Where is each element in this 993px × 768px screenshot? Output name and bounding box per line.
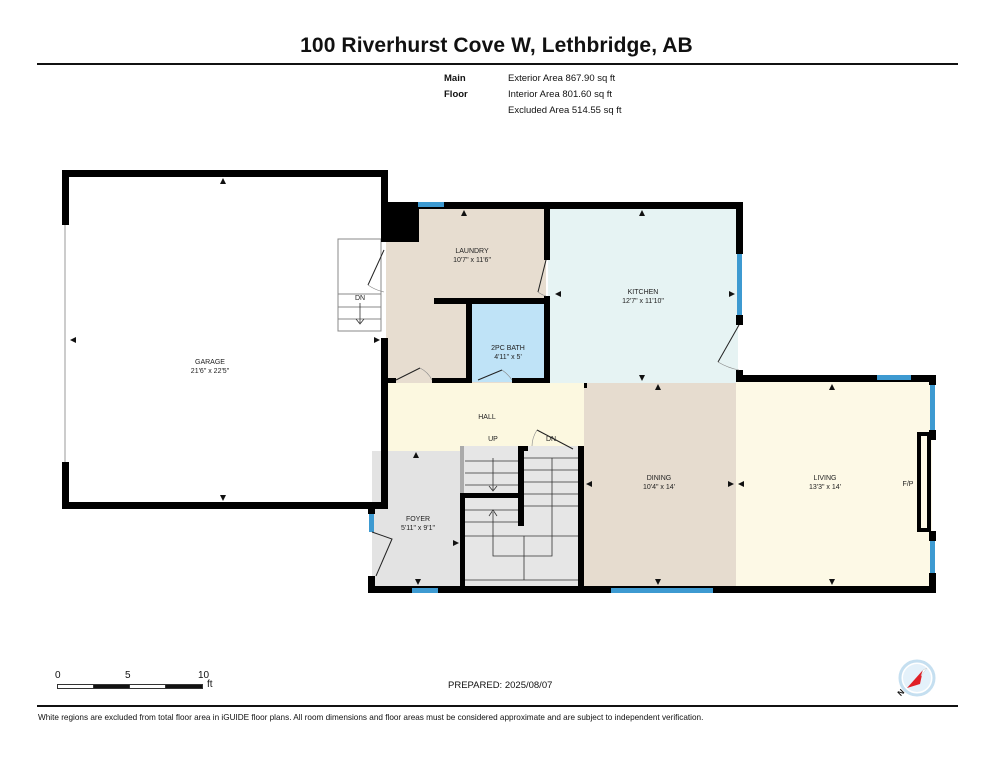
room-dining-fill xyxy=(584,383,736,587)
stair-up-label: UP xyxy=(488,436,498,443)
room-hall-fill xyxy=(386,383,584,451)
footer-divider xyxy=(37,705,958,707)
garage-stair-arrow xyxy=(355,303,365,325)
garage-dims: 21'6" x 22'5" xyxy=(191,368,230,375)
dining-dims: 10'4" x 14' xyxy=(643,484,675,491)
compass-north-label: N xyxy=(896,687,907,698)
stair-railing xyxy=(460,446,464,493)
scale-tick-10: 10 xyxy=(198,670,210,681)
scale-tick-0: 0 xyxy=(55,670,61,681)
title-divider xyxy=(37,63,958,65)
scale-segment-4 xyxy=(165,684,203,689)
living-dims: 13'3" x 14' xyxy=(809,484,841,491)
foyer-name: FOYER xyxy=(406,516,430,523)
kitchen-dims: 12'7" x 11'10" xyxy=(622,298,664,305)
windows xyxy=(369,202,935,593)
garage-stair-dn: DN xyxy=(355,295,365,302)
interior-area: Interior Area 801.60 sq ft xyxy=(508,89,613,100)
garage-door-swing xyxy=(367,249,385,286)
scale-segment-2 xyxy=(93,684,130,689)
hall-name: HALL xyxy=(478,414,496,421)
stair-dn-label: DN xyxy=(546,436,556,443)
kitchen-name: KITCHEN xyxy=(628,289,659,296)
exterior-area: Exterior Area 867.90 sq ft xyxy=(508,73,616,84)
main-stairs xyxy=(465,457,578,581)
laundry-name: LAUNDRY xyxy=(455,248,489,255)
doors xyxy=(371,259,740,577)
scale-segment-1 xyxy=(57,684,94,689)
dining-name: DINING xyxy=(647,475,672,482)
scale-unit: ft xyxy=(207,679,213,690)
room-living-fill xyxy=(736,380,932,587)
scale-bar: 0 5 10 ft xyxy=(55,670,225,694)
excluded-area: Excluded Area 514.55 sq ft xyxy=(508,105,622,116)
scale-segment-3 xyxy=(129,684,166,689)
page-title: 100 Riverhurst Cove W, Lethbridge, AB xyxy=(300,34,693,57)
floor-label: Main Floor xyxy=(444,73,468,100)
garage-stair xyxy=(337,238,382,332)
fireplace xyxy=(917,432,931,532)
stair-up-path xyxy=(488,458,553,557)
fireplace-label: F/P xyxy=(903,481,914,488)
stair-down-arrow xyxy=(488,458,498,492)
scale-tick-5: 5 xyxy=(125,670,131,681)
bath-dims: 4'11" x 5' xyxy=(494,354,522,361)
prepared-date: PREPARED: 2025/08/07 xyxy=(448,680,553,691)
laundry-dims: 10'7" x 11'6" xyxy=(453,257,491,264)
bath-name: 2PC BATH xyxy=(491,345,525,352)
living-name: LIVING xyxy=(814,475,837,482)
dimension-markers xyxy=(70,178,835,585)
disclaimer: White regions are excluded from total fl… xyxy=(38,713,704,722)
foyer-dims: 5'11" x 9'1" xyxy=(401,525,435,532)
compass-icon: N xyxy=(896,659,936,698)
garage-name: GARAGE xyxy=(195,359,225,366)
room-kitchen-fill xyxy=(548,206,738,383)
garage-walls xyxy=(62,170,388,509)
room-bath-fill xyxy=(470,304,546,382)
